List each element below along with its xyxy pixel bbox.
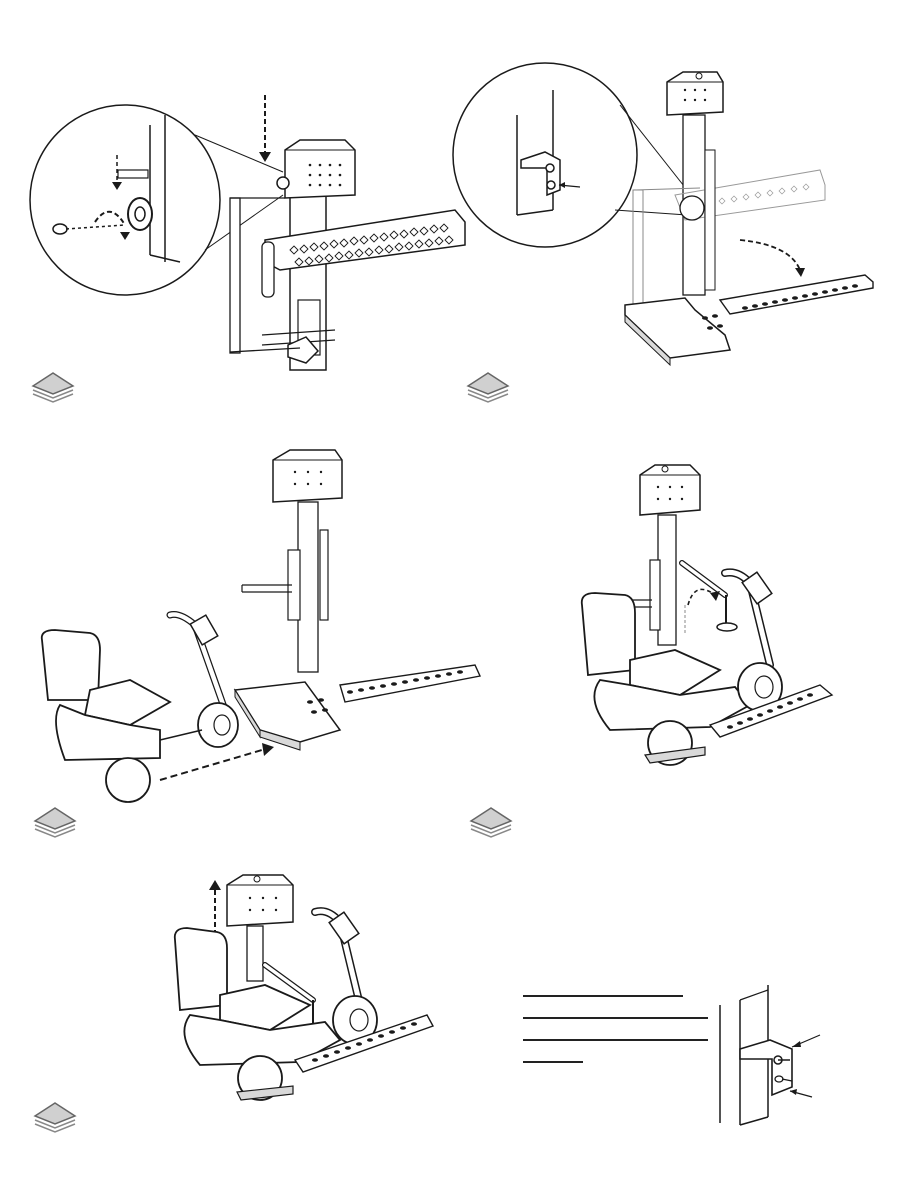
bracket-detail-panel (710, 985, 830, 1130)
note-rule-4 (523, 1061, 583, 1063)
base-platform (235, 682, 340, 742)
note-rule-1 (523, 995, 683, 997)
step-5-stack-icon (32, 1100, 78, 1134)
note-lines (523, 995, 713, 1083)
base-platform (625, 298, 730, 358)
bracket-detail-illustration (710, 985, 830, 1130)
scooter-seat-back (582, 593, 635, 675)
control-box (640, 465, 700, 515)
step-3-illustration (30, 440, 480, 810)
note-rule-3 (523, 1039, 708, 1041)
step-2-stack-icon (465, 370, 511, 404)
step-3-stack-icon (32, 805, 78, 839)
step-4-stack-icon (468, 805, 514, 839)
step-5-panel (165, 860, 445, 1110)
control-box (285, 140, 355, 198)
step-1-panel (0, 0, 460, 400)
support-foot (717, 623, 737, 631)
step-2-illustration (455, 60, 915, 400)
lift-mast (298, 502, 318, 672)
scooter-rear-wheel (106, 758, 150, 802)
pin-icon (53, 224, 67, 234)
step-4-panel (570, 455, 910, 775)
swing-arrow (688, 589, 715, 605)
bolt-icon (118, 170, 148, 178)
step-3-panel (30, 440, 480, 810)
lift-mast (247, 926, 263, 981)
note-rule-2 (523, 1017, 708, 1019)
step-5-illustration (165, 860, 445, 1110)
lift-mast (658, 515, 676, 645)
push-arrow (160, 750, 262, 780)
bracket-icon (740, 1040, 792, 1095)
step-1-stack-icon (30, 370, 76, 404)
rotate-arrow (740, 240, 800, 270)
step-1-illustration (0, 0, 460, 400)
control-box (227, 875, 293, 926)
step-4-illustration (570, 455, 910, 775)
control-box (273, 450, 342, 502)
control-box (667, 72, 723, 115)
step-2-panel (455, 60, 915, 400)
detail-magnifier-circle (30, 105, 220, 295)
